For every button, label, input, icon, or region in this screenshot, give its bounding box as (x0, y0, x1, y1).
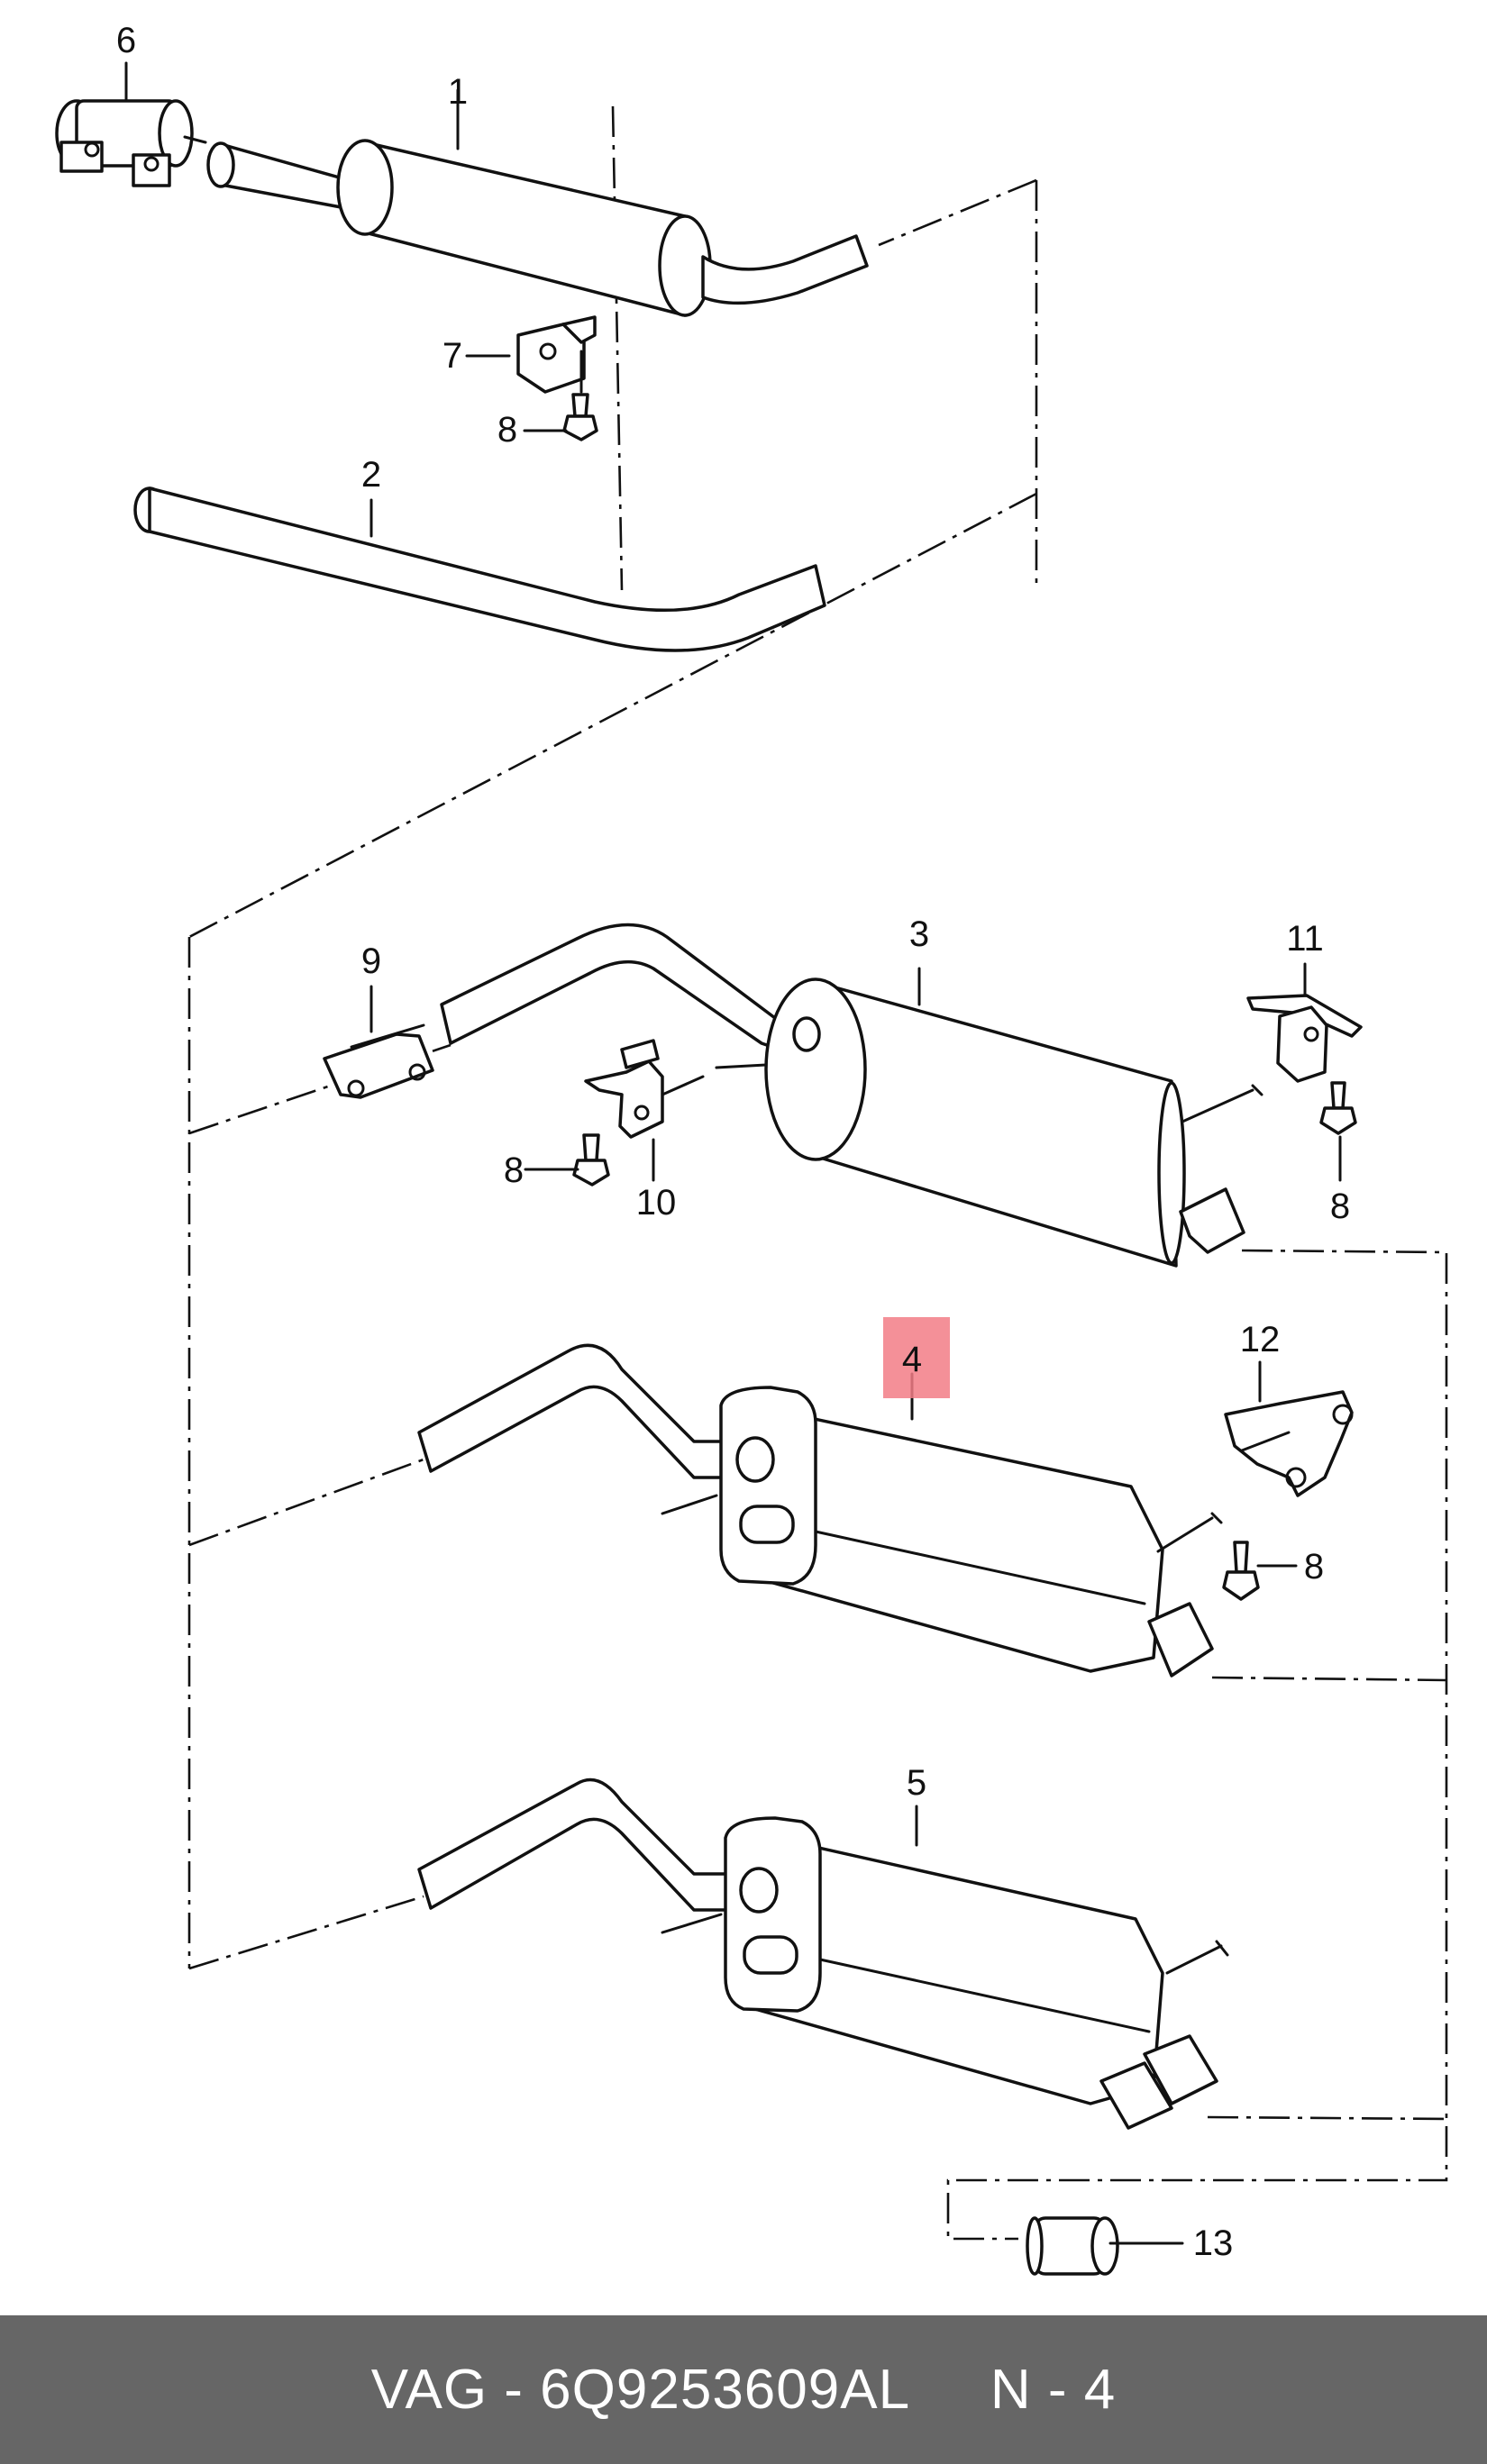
label-part-8-upper: 8 (497, 410, 517, 450)
label-part-13: 13 (1193, 2223, 1234, 2263)
part-6-clamp[interactable] (55, 99, 207, 187)
part-10-bracket[interactable] (584, 1039, 705, 1139)
part-8-bolt-left[interactable] (572, 1133, 610, 1187)
part-2-intermediate-pipe[interactable] (133, 486, 826, 652)
part-8-bolt-right[interactable] (1319, 1081, 1357, 1135)
label-part-7: 7 (442, 336, 462, 376)
part-11-bracket[interactable] (1246, 994, 1363, 1096)
part-5-rear-silencer[interactable] (417, 1778, 1229, 2130)
part-4-highlight (883, 1317, 950, 1398)
leader-lines (124, 61, 1342, 2245)
part-13-tailpipe-trim[interactable] (1026, 2216, 1119, 2276)
label-part-8-mid: 8 (1304, 1547, 1324, 1587)
label-part-1: 1 (448, 72, 468, 112)
part-3-rear-silencer[interactable] (440, 923, 1263, 1268)
part-number-caption: VAG - 6Q9253609AL N - 4 (370, 2359, 1117, 2421)
part-12-bracket[interactable] (1224, 1390, 1354, 1497)
label-part-6: 6 (116, 21, 136, 60)
part-8-bolt-mid[interactable] (1222, 1541, 1260, 1601)
part-info-footer: VAG - 6Q9253609AL N - 4 (0, 2315, 1487, 2464)
part-8-bolt-upper[interactable] (562, 393, 598, 441)
part-labels: 6 1 7 8 2 3 9 11 8 10 8 12 4 8 5 13 (116, 21, 1350, 2263)
part-4-rear-silencer[interactable] (417, 1343, 1223, 1678)
label-part-5: 5 (907, 1763, 926, 1803)
label-part-10: 10 (636, 1183, 677, 1223)
label-part-4: 4 (902, 1340, 922, 1379)
label-part-8-right: 8 (1330, 1187, 1350, 1226)
label-part-2: 2 (361, 455, 381, 495)
part-7-bracket[interactable] (516, 315, 597, 394)
part-9-clamp[interactable] (323, 1023, 434, 1099)
exhaust-system-diagram: 6 1 7 8 2 3 9 11 8 10 8 12 4 8 5 13 (55, 21, 1448, 2276)
label-part-3: 3 (909, 914, 929, 954)
label-part-8-left: 8 (504, 1150, 524, 1190)
label-part-9: 9 (361, 941, 381, 981)
label-part-11: 11 (1286, 919, 1324, 959)
part-1-front-silencer[interactable] (206, 139, 869, 317)
label-part-12: 12 (1240, 1320, 1281, 1359)
